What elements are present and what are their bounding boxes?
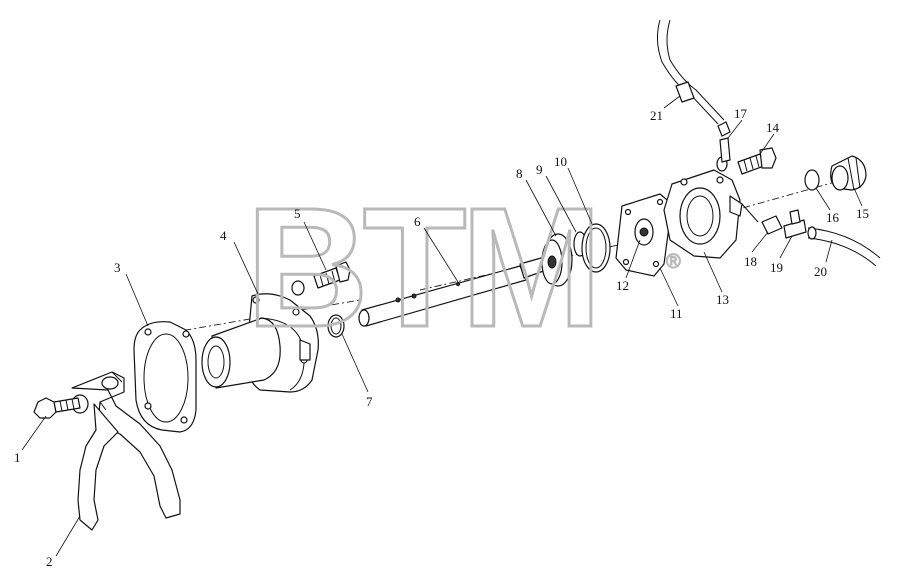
part-17-fitting: [717, 121, 731, 163]
part-16-seal: [804, 169, 820, 191]
callout-3: 3: [114, 260, 121, 275]
leader-lines: [21, 95, 863, 557]
part-13-cover: [663, 169, 743, 259]
watermark-registered-mark: ®: [666, 251, 681, 273]
part-21-tube: [656, 19, 725, 125]
callout-numbers: 1 2 3 4 5 6 7 8 9 10 11 12 13 14 15 16 1…: [14, 106, 869, 569]
part-3-gasket: [133, 321, 197, 433]
part-15-cap: [830, 155, 867, 191]
btm-watermark: BTM ®: [245, 172, 682, 365]
callout-11: 11: [670, 306, 683, 321]
callout-13: 13: [716, 292, 729, 307]
watermark-text: BTM: [246, 173, 596, 363]
part-18-nipple: [761, 215, 783, 235]
callout-20: 20: [814, 264, 827, 279]
callout-2: 2: [46, 554, 53, 569]
part-4-housing: [201, 293, 319, 393]
part-5-screw: [291, 261, 351, 296]
callout-14: 14: [766, 120, 780, 135]
callout-5: 5: [294, 206, 301, 221]
callout-16: 16: [826, 210, 840, 225]
callout-6: 6: [414, 214, 421, 229]
callout-7: 7: [366, 394, 373, 409]
part-8-bearing: [541, 233, 573, 287]
part-11-flange-plate: [615, 193, 673, 277]
part-10-ring: [581, 223, 611, 273]
callout-1: 1: [14, 450, 21, 465]
part-19-tee: [783, 209, 807, 239]
part-20-hose: [807, 226, 881, 267]
callout-10: 10: [554, 154, 567, 169]
callout-17: 17: [734, 106, 748, 121]
callout-18: 18: [744, 254, 757, 269]
callout-4: 4: [220, 228, 227, 243]
part-1-bolt: [33, 397, 81, 419]
callout-19: 19: [770, 260, 783, 275]
callout-9: 9: [536, 162, 543, 177]
callout-15: 15: [856, 206, 869, 221]
callout-12: 12: [616, 278, 629, 293]
callout-8: 8: [516, 166, 523, 181]
callout-21: 21: [650, 108, 663, 123]
